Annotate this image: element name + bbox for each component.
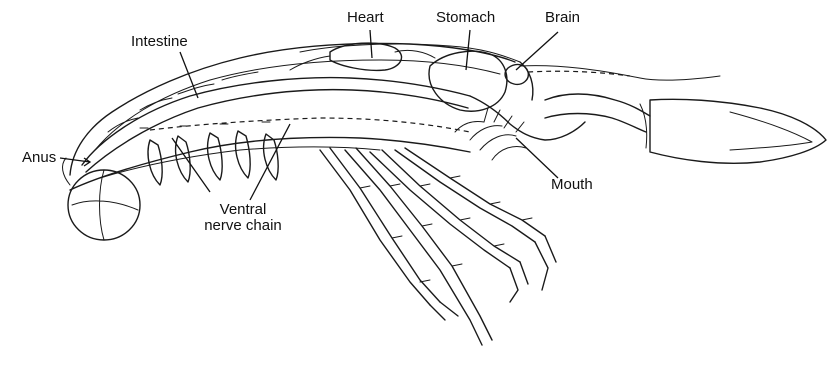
cheliped-finger [730, 112, 812, 150]
tail-fan [68, 170, 140, 240]
label-mouth: Mouth [551, 177, 593, 193]
leader-brain [516, 32, 558, 70]
label-ventral-line2: nerve chain [188, 218, 298, 234]
antenna [520, 66, 720, 81]
walking-leg-3-claw [510, 262, 528, 302]
ventral-nerve-chain-dashed [150, 118, 470, 132]
tail-fan-division [72, 170, 138, 240]
heart-shape [330, 43, 402, 70]
brain-shape [505, 65, 528, 85]
label-heart: Heart [347, 10, 384, 26]
swimmeret-4 [236, 131, 251, 178]
walking-leg-2 [345, 148, 492, 345]
tail-fan-flap [63, 158, 70, 185]
label-brain: Brain [545, 10, 580, 26]
stomach-shape [429, 51, 507, 111]
walking-leg-4-tip [535, 236, 556, 290]
head-region [470, 96, 585, 140]
cheliped-claw [650, 99, 826, 163]
thorax-underside [70, 138, 470, 190]
swimmeret-3 [208, 133, 223, 180]
walking-leg-1-claw [430, 302, 458, 320]
label-ventral-line1: Ventral [188, 202, 298, 218]
leader-mouth [516, 138, 558, 178]
leader-ventral-2 [250, 124, 290, 200]
label-anus: Anus [22, 150, 56, 166]
label-ventral-nerve-chain: Ventral nerve chain [188, 202, 298, 234]
label-stomach: Stomach [436, 10, 495, 26]
dorsal-outline [70, 44, 515, 175]
walking-leg-3 [370, 150, 520, 268]
intestine-lower [86, 90, 468, 172]
label-intestine: Intestine [131, 34, 188, 50]
dorsal-inner-line [95, 60, 500, 150]
mouthparts-detail [484, 108, 524, 132]
swimmeret-5 [264, 134, 279, 180]
cheliped-arm [545, 94, 650, 132]
